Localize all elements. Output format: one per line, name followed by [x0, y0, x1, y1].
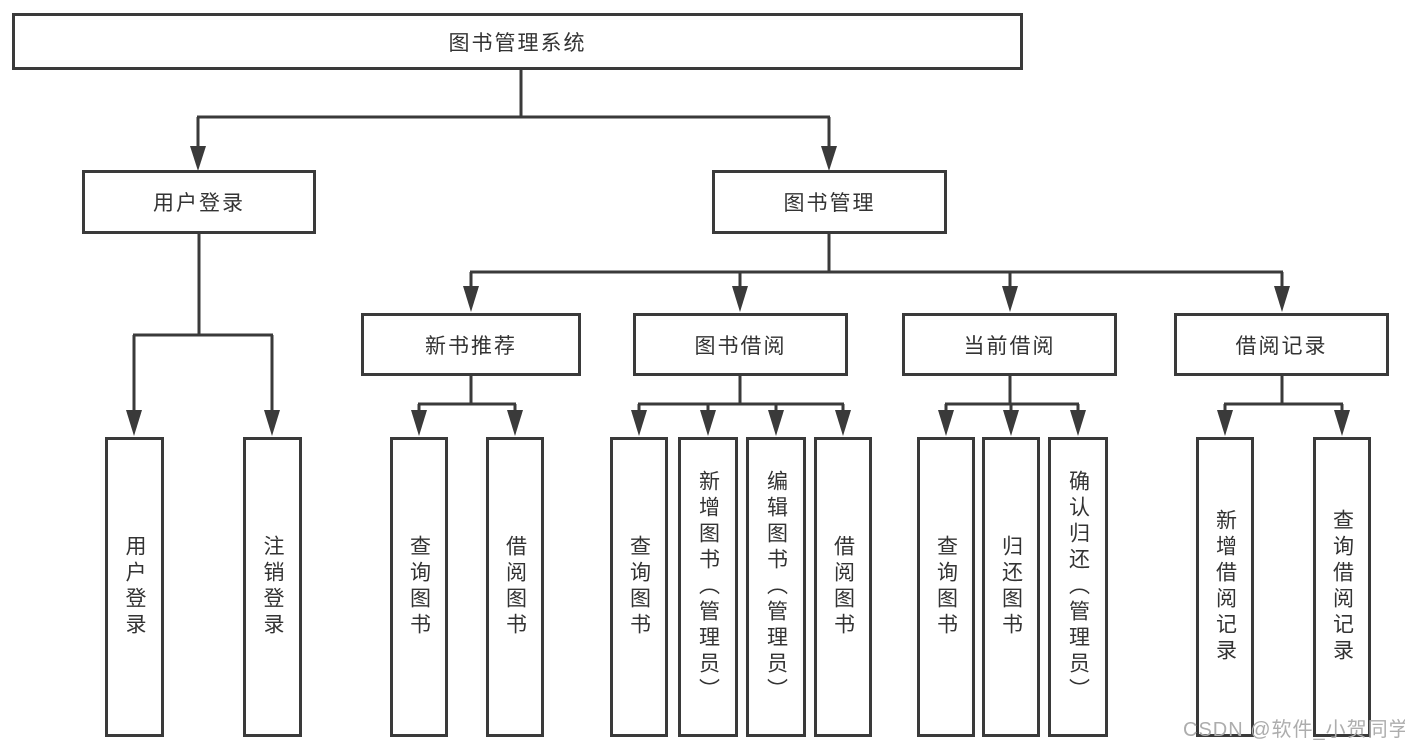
csdn-watermark: CSDN @软件_小贺同学: [1183, 719, 1405, 741]
leaf-query-borrow-record: 查询借阅记录: [1313, 437, 1371, 737]
arrow-icon: [631, 410, 647, 436]
node-user-login: 用户登录: [82, 170, 316, 234]
node-borrowing-records: 借阅记录: [1174, 313, 1389, 376]
arrow-icon: [1003, 410, 1019, 436]
leaf-borrow-books-recommend-label: 借阅图书: [503, 535, 527, 639]
leaf-logout: 注销登录: [243, 437, 302, 737]
arrow-icon: [507, 410, 523, 436]
leaf-borrow-books: 借阅图书: [814, 437, 872, 737]
leaf-user-login: 用户登录: [105, 437, 164, 737]
node-book-borrowing-label: 图书借阅: [694, 334, 787, 358]
connector-arrows: [126, 146, 1350, 436]
connector-segments: [132, 69, 1344, 412]
node-user-login-label: 用户登录: [153, 192, 245, 215]
arrow-icon: [1002, 286, 1018, 312]
arrow-icon: [1217, 410, 1233, 436]
node-current-borrowing-label: 当前借阅: [963, 334, 1056, 358]
node-borrowing-records-label: 借阅记录: [1235, 334, 1328, 358]
leaf-query-books-recommend: 查询图书: [390, 437, 448, 737]
leaf-edit-books-admin: 编辑图书（管理员）: [746, 437, 806, 737]
leaf-add-books-admin-label: 新增图书（管理员）: [696, 470, 720, 704]
node-new-book-recommendation: 新书推荐: [361, 313, 581, 376]
arrow-icon: [411, 410, 427, 436]
leaf-add-books-admin: 新增图书（管理员）: [678, 437, 738, 737]
node-book-management-label: 图书管理: [783, 192, 876, 215]
node-library-management-system-label: 图书管理系统: [448, 31, 587, 55]
arrow-icon: [1070, 410, 1086, 436]
arrow-icon: [1274, 286, 1290, 312]
arrow-icon: [700, 410, 716, 436]
leaf-return-books-label: 归还图书: [999, 535, 1023, 639]
arrow-icon: [463, 286, 479, 312]
leaf-user-login-label: 用户登录: [123, 535, 146, 639]
leaf-edit-books-admin-label: 编辑图书（管理员）: [764, 470, 788, 704]
node-library-management-system: 图书管理系统: [12, 13, 1023, 70]
arrow-icon: [821, 146, 837, 171]
leaf-borrow-books-label: 借阅图书: [831, 535, 855, 639]
arrow-icon: [126, 410, 142, 436]
node-book-borrowing: 图书借阅: [633, 313, 848, 376]
leaf-query-books-recommend-label: 查询图书: [407, 535, 431, 639]
leaf-query-books-current: 查询图书: [917, 437, 975, 737]
node-book-management: 图书管理: [712, 170, 947, 234]
leaf-confirm-return-admin-label: 确认归还（管理员）: [1066, 470, 1090, 704]
arrow-icon: [768, 410, 784, 436]
arrow-icon: [1334, 410, 1350, 436]
leaf-confirm-return-admin: 确认归还（管理员）: [1048, 437, 1108, 737]
leaf-query-books-current-label: 查询图书: [934, 535, 958, 639]
leaf-add-borrow-record-label: 新增借阅记录: [1213, 509, 1237, 665]
leaf-borrow-books-recommend: 借阅图书: [486, 437, 544, 737]
arrow-icon: [732, 286, 748, 312]
arrow-icon: [264, 410, 280, 436]
leaf-add-borrow-record: 新增借阅记录: [1196, 437, 1254, 737]
leaf-query-borrow-record-label: 查询借阅记录: [1330, 509, 1354, 665]
leaf-return-books: 归还图书: [982, 437, 1040, 737]
arrow-icon: [835, 410, 851, 436]
arrow-icon: [938, 410, 954, 436]
node-new-book-recommendation-label: 新书推荐: [425, 334, 517, 358]
node-current-borrowing: 当前借阅: [902, 313, 1117, 376]
arrow-icon: [190, 146, 206, 171]
leaf-query-books-borrow-label: 查询图书: [627, 535, 651, 639]
leaf-query-books-borrow: 查询图书: [610, 437, 668, 737]
leaf-logout-label: 注销登录: [261, 535, 284, 639]
